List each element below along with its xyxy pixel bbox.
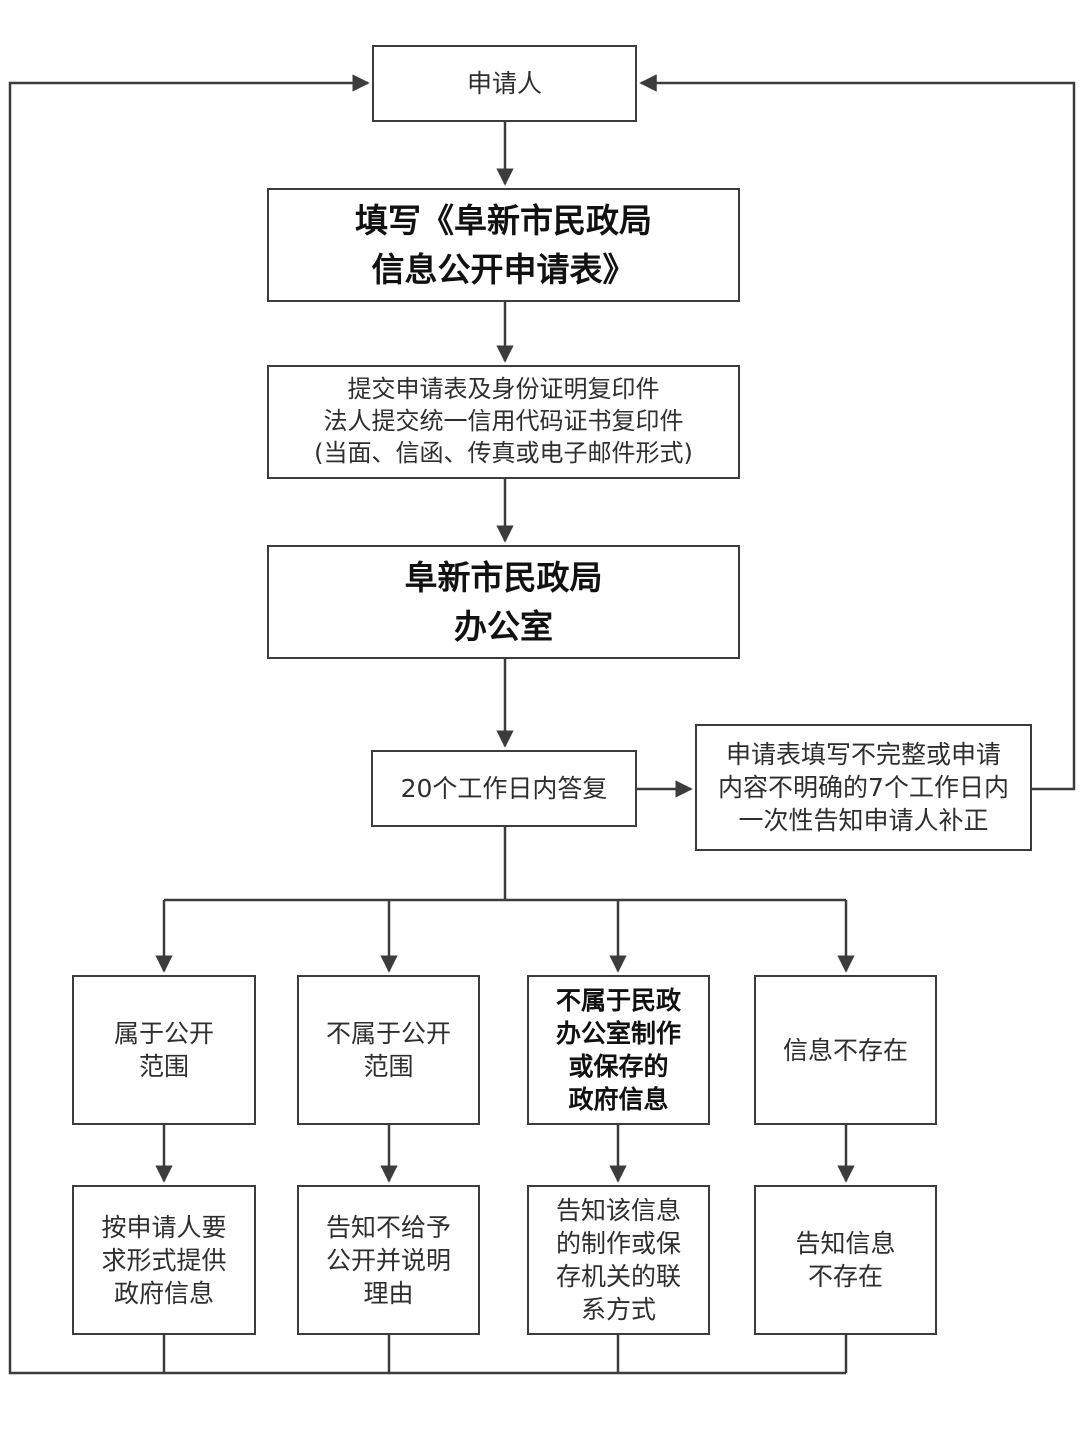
result-3-line-4: 系方式 — [580, 1295, 656, 1324]
fill-form-box: 填写《阜新市民政局 信息公开申请表》 — [267, 188, 740, 302]
result-info-not-exist-box: 告知信息 不存在 — [754, 1185, 937, 1335]
reply-label: 20个工作日内答复 — [400, 774, 608, 803]
result-3-line-3: 存机关的联 — [555, 1262, 681, 1291]
submit-docs-line-2: 法人提交统一信用代码证书复印件 — [323, 407, 684, 436]
result-3-line-1: 告知该信息 — [555, 1196, 681, 1225]
office-line-2: 办公室 — [454, 607, 553, 646]
arrow-results-back-to-applicant — [8, 74, 846, 1375]
result-1-line-2: 求形式提供 — [101, 1245, 227, 1275]
result-2-line-3: 理由 — [363, 1278, 414, 1308]
branch-1-line-2: 范围 — [138, 1052, 189, 1081]
office-line-1: 阜新市民政局 — [404, 557, 603, 597]
result-provide-info-box: 按申请人要 求形式提供 政府信息 — [72, 1185, 256, 1335]
branch-not-office-info-box: 不属于民政 办公室制作 或保存的 政府信息 — [527, 975, 710, 1125]
branch-3-line-1: 不属于民政 — [555, 986, 681, 1015]
result-4-line-1: 告知信息 — [795, 1229, 896, 1258]
branch-3-line-2: 办公室制作 — [555, 1019, 681, 1048]
branch-2-line-2: 范围 — [363, 1052, 414, 1081]
office-box: 阜新市民政局 办公室 — [267, 545, 740, 659]
branch-3-line-4: 政府信息 — [568, 1085, 669, 1114]
fill-form-line-1: 填写《阜新市民政局 — [355, 200, 652, 240]
branch-4-line-1: 信息不存在 — [782, 1035, 908, 1065]
result-3-line-2: 的制作或保 — [555, 1229, 681, 1258]
result-2-line-2: 公开并说明 — [325, 1245, 451, 1275]
branch-2-line-1: 不属于公开 — [325, 1019, 451, 1048]
submit-docs-line-1: 提交申请表及身份证明复印件 — [347, 375, 660, 404]
result-1-line-1: 按申请人要 — [101, 1212, 227, 1242]
result-4-line-2: 不存在 — [807, 1262, 883, 1291]
applicant-box: 申请人 — [372, 45, 637, 122]
result-1-line-3: 政府信息 — [113, 1278, 214, 1308]
notify-line-3: 一次性告知申请人补正 — [738, 806, 989, 835]
notify-line-2: 内容不明确的7个工作日内 — [718, 773, 1009, 802]
reply-box: 20个工作日内答复 — [371, 750, 637, 827]
notify-supplement-box: 申请表填写不完整或申请 内容不明确的7个工作日内 一次性告知申请人补正 — [695, 724, 1032, 851]
result-contact-info-box: 告知该信息 的制作或保 存机关的联 系方式 — [527, 1185, 710, 1335]
result-refuse-with-reason-box: 告知不给予 公开并说明 理由 — [297, 1185, 480, 1335]
result-2-line-1: 告知不给予 — [325, 1212, 451, 1242]
notify-line-1: 申请表填写不完整或申请 — [725, 740, 1001, 769]
fill-form-line-2: 信息公开申请表》 — [371, 250, 636, 289]
applicant-label: 申请人 — [466, 69, 542, 98]
branch-info-not-exist-box: 信息不存在 — [754, 975, 937, 1125]
arrow-notify-back-to-applicant — [639, 74, 1076, 791]
branch-not-public-scope-box: 不属于公开 范围 — [297, 975, 480, 1125]
branch-public-scope-box: 属于公开 范围 — [72, 975, 256, 1125]
branch-3-line-3: 或保存的 — [568, 1052, 669, 1081]
submit-docs-line-3: (当面、信函、传真或电子邮件形式) — [314, 438, 693, 467]
submit-docs-box: 提交申请表及身份证明复印件 法人提交统一信用代码证书复印件 (当面、信函、传真或… — [267, 365, 740, 479]
branch-1-line-1: 属于公开 — [113, 1019, 214, 1048]
